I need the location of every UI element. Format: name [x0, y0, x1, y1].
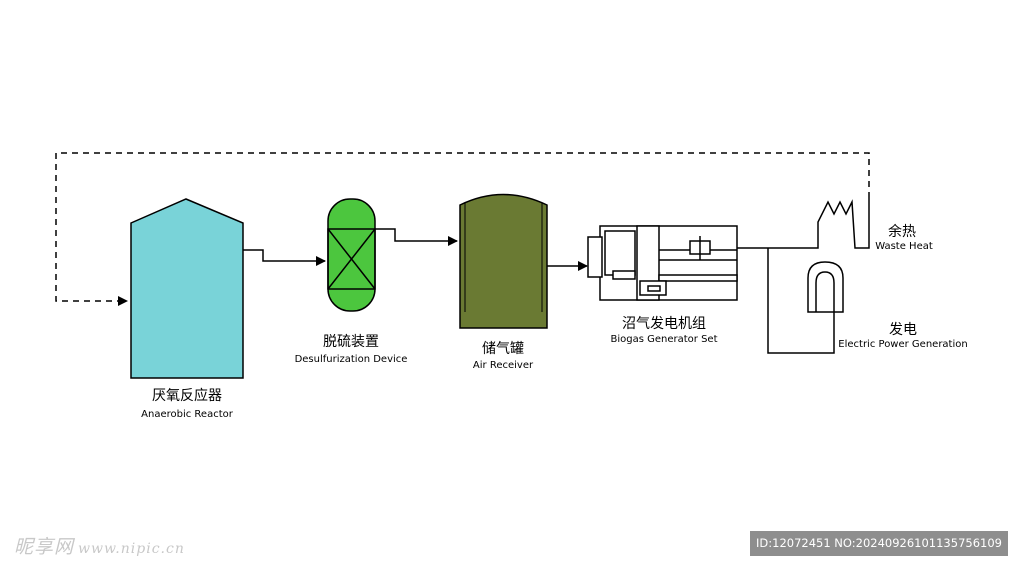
recirculation-dashed-line: [55, 152, 870, 306]
electric-generation-symbol: [807, 261, 844, 313]
pipe-electric-branch: [767, 248, 835, 354]
watermark-url: www.nipic.cn: [78, 541, 185, 557]
receiver-vessel: [459, 193, 548, 329]
image-id-text: ID:12072451 NO:20240926101135756109: [756, 536, 1002, 550]
desulfurizer-label-cn: 脱硫装置: [323, 334, 379, 350]
desulfurizer-packing: [327, 228, 376, 290]
desulfurizer-label-en: Desulfurization Device: [295, 354, 408, 365]
electric-label-cn: 发电: [889, 322, 917, 338]
anaerobic-reactor: [130, 198, 244, 379]
reactor-body: [130, 198, 244, 379]
desulfurization-device: [327, 198, 376, 312]
generator-label-cn: 沼气发电机组: [622, 316, 706, 332]
biogas-generator-set: [587, 225, 738, 301]
image-id-bar: ID:12072451 NO:20240926101135756109: [750, 531, 1008, 556]
pipe-reactor-to-desulfurizer: [243, 249, 326, 266]
reactor-label-cn: 厌氧反应器: [152, 387, 222, 404]
waste-heat-label-en: Waste Heat: [875, 241, 933, 252]
receiver-label-cn: 储气罐: [482, 341, 524, 357]
receiver-label-en: Air Receiver: [473, 360, 534, 371]
generator-label-en: Biogas Generator Set: [610, 334, 717, 345]
waste-heat-label-cn: 余热: [888, 223, 916, 240]
reactor-label-en: Anaerobic Reactor: [141, 409, 234, 420]
desulfurizer-vessel: [327, 198, 376, 312]
pipe-generator-output: [737, 198, 870, 249]
watermark-brand: 昵享网: [14, 536, 75, 558]
air-receiver: [459, 193, 548, 329]
electric-label-en: Electric Power Generation: [838, 339, 967, 350]
pipe-desulfurizer-to-receiver: [375, 228, 458, 246]
